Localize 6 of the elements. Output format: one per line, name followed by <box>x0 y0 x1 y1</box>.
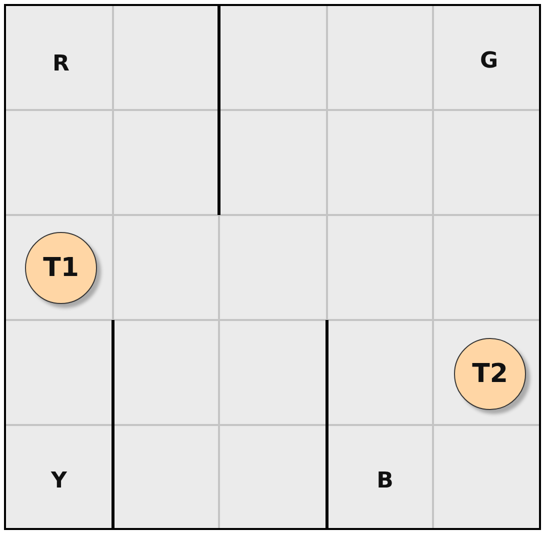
location-letter: B <box>376 468 394 494</box>
taxi-token: T2 <box>454 338 526 410</box>
location-letter: R <box>52 52 70 76</box>
location-letter: G <box>480 48 498 74</box>
taxi-token: T1 <box>25 232 97 304</box>
location-letter: Y <box>51 468 67 494</box>
